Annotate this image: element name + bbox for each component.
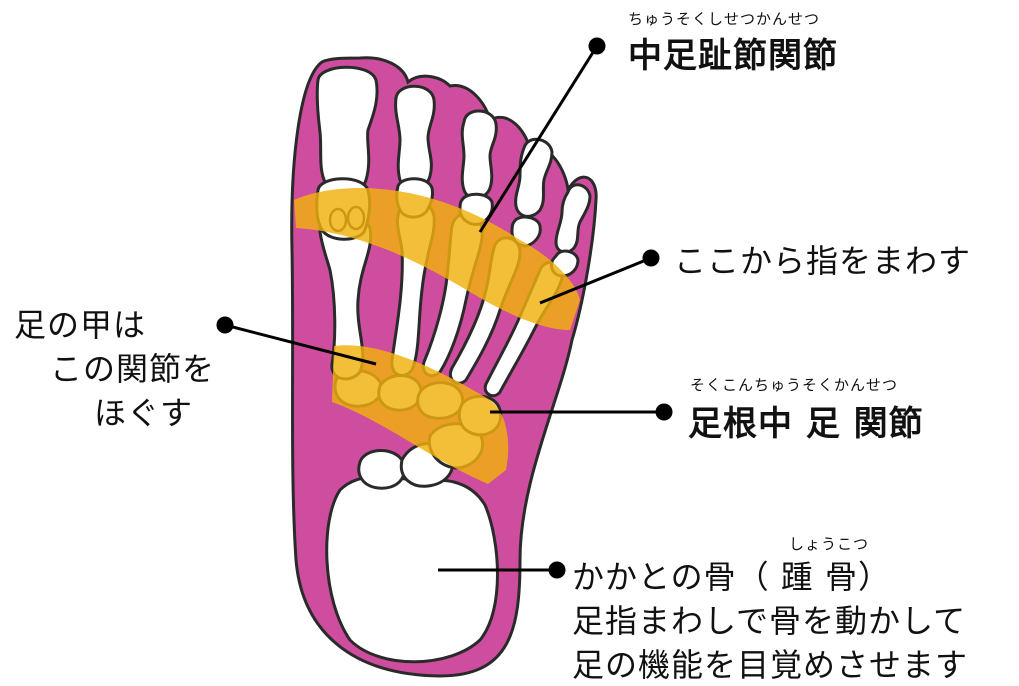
rotate-here-label: ここから指をまわす xyxy=(674,236,971,282)
instep-label-line2: この関節を xyxy=(50,344,215,390)
tarsometatarsal-label: 足根中 足 関節 xyxy=(688,396,924,445)
leader-dot-heel xyxy=(550,563,564,577)
leader-dot-tarsometatarsal xyxy=(657,405,671,419)
leader-dot-midtarsal xyxy=(590,39,604,53)
heel-label-line1: かかとの骨（ 踵 骨） xyxy=(572,552,891,598)
midtarsal-reading: ちゅうそくしせつかんせつ xyxy=(628,8,820,29)
instep-label-line1: 足の甲は xyxy=(14,300,146,346)
leader-dot-rotate xyxy=(644,251,658,265)
heel-reading: しょうこつ xyxy=(789,533,869,554)
instep-label-line3: ほぐす xyxy=(94,388,193,434)
heel-label-line2: 足指まわしで骨を動かして xyxy=(572,596,966,642)
heel-label-line3: 足の機能を目覚めさせます xyxy=(572,640,968,686)
tarsometatarsal-reading: そくこんちゅうそくかんせつ xyxy=(690,374,898,395)
leader-dot-instep xyxy=(218,318,232,332)
midtarsal-label: 中足趾節関節 xyxy=(628,28,838,77)
